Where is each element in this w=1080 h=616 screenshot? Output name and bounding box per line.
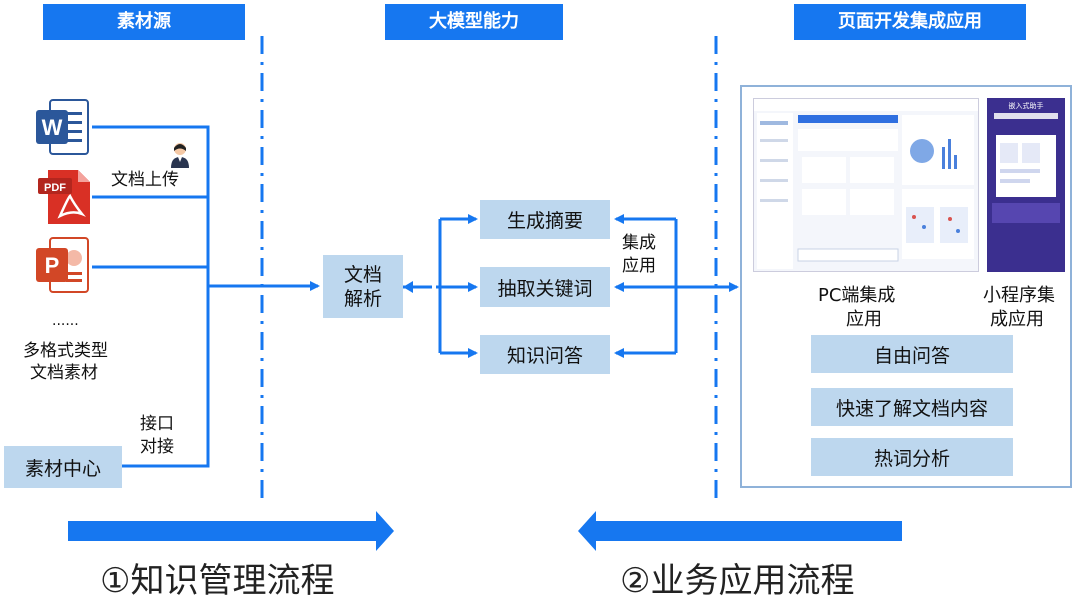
parse-back-arrowhead	[403, 281, 413, 293]
pc-app-label-line1: PC端集成	[818, 285, 896, 306]
parse-connectors	[403, 214, 478, 358]
quick-understand-box: 快速了解文档内容	[811, 388, 1013, 426]
interface-label-line2: 对接	[140, 437, 174, 457]
user-icon	[170, 142, 190, 168]
hot-words-box: 热词分析	[811, 438, 1013, 476]
business-flow-label: ②业务应用流程	[620, 561, 855, 601]
mini-app-label-line2: 成应用	[990, 309, 1044, 330]
mini-app-title: 嵌入式助手	[1008, 102, 1044, 110]
mini-app-label-line1: 小程序集	[983, 285, 1055, 306]
ellipsis-text: ......	[52, 313, 79, 329]
knowledge-flow-arrow	[68, 511, 394, 551]
header-model: 大模型能力	[385, 4, 563, 40]
pc-app-label-line2: 应用	[846, 309, 882, 330]
keywords-box: 抽取关键词	[480, 267, 610, 307]
multi-format-label-line2: 文档素材	[30, 363, 98, 383]
pc-app-screenshot	[753, 98, 979, 272]
app-panel	[740, 85, 1072, 488]
ppt-icon: P	[36, 236, 90, 294]
qa-box: 知识问答	[480, 335, 610, 374]
doc-parse-line1: 文档	[343, 263, 382, 286]
integrate-label-line1: 集成	[622, 233, 656, 253]
svg-text:W: W	[42, 115, 63, 140]
summary-box: 生成摘要	[480, 200, 610, 239]
svg-text:PDF: PDF	[44, 182, 66, 194]
mini-app-screenshot: 嵌入式助手	[987, 98, 1065, 272]
doc-parse-box: 文档 解析	[323, 255, 403, 318]
free-qa-box: 自由问答	[811, 335, 1013, 373]
material-center-box: 素材中心	[4, 446, 122, 488]
header-source: 素材源	[43, 4, 245, 40]
knowledge-flow-label: ①知识管理流程	[100, 561, 335, 601]
interface-label-line1: 接口	[140, 414, 174, 434]
pdf-icon: PDF	[38, 168, 92, 226]
source-connectors	[92, 125, 320, 468]
header-dev: 页面开发集成应用	[794, 4, 1026, 40]
doc-parse-line2: 解析	[343, 287, 382, 310]
business-flow-arrow	[578, 511, 902, 551]
integration-connectors	[614, 214, 739, 358]
svg-text:P: P	[45, 253, 60, 278]
upload-label: 文档上传	[111, 170, 179, 190]
multi-format-label-line1: 多格式类型	[23, 341, 108, 361]
integrate-label-line2: 应用	[622, 256, 656, 276]
word-icon: W	[36, 98, 90, 156]
